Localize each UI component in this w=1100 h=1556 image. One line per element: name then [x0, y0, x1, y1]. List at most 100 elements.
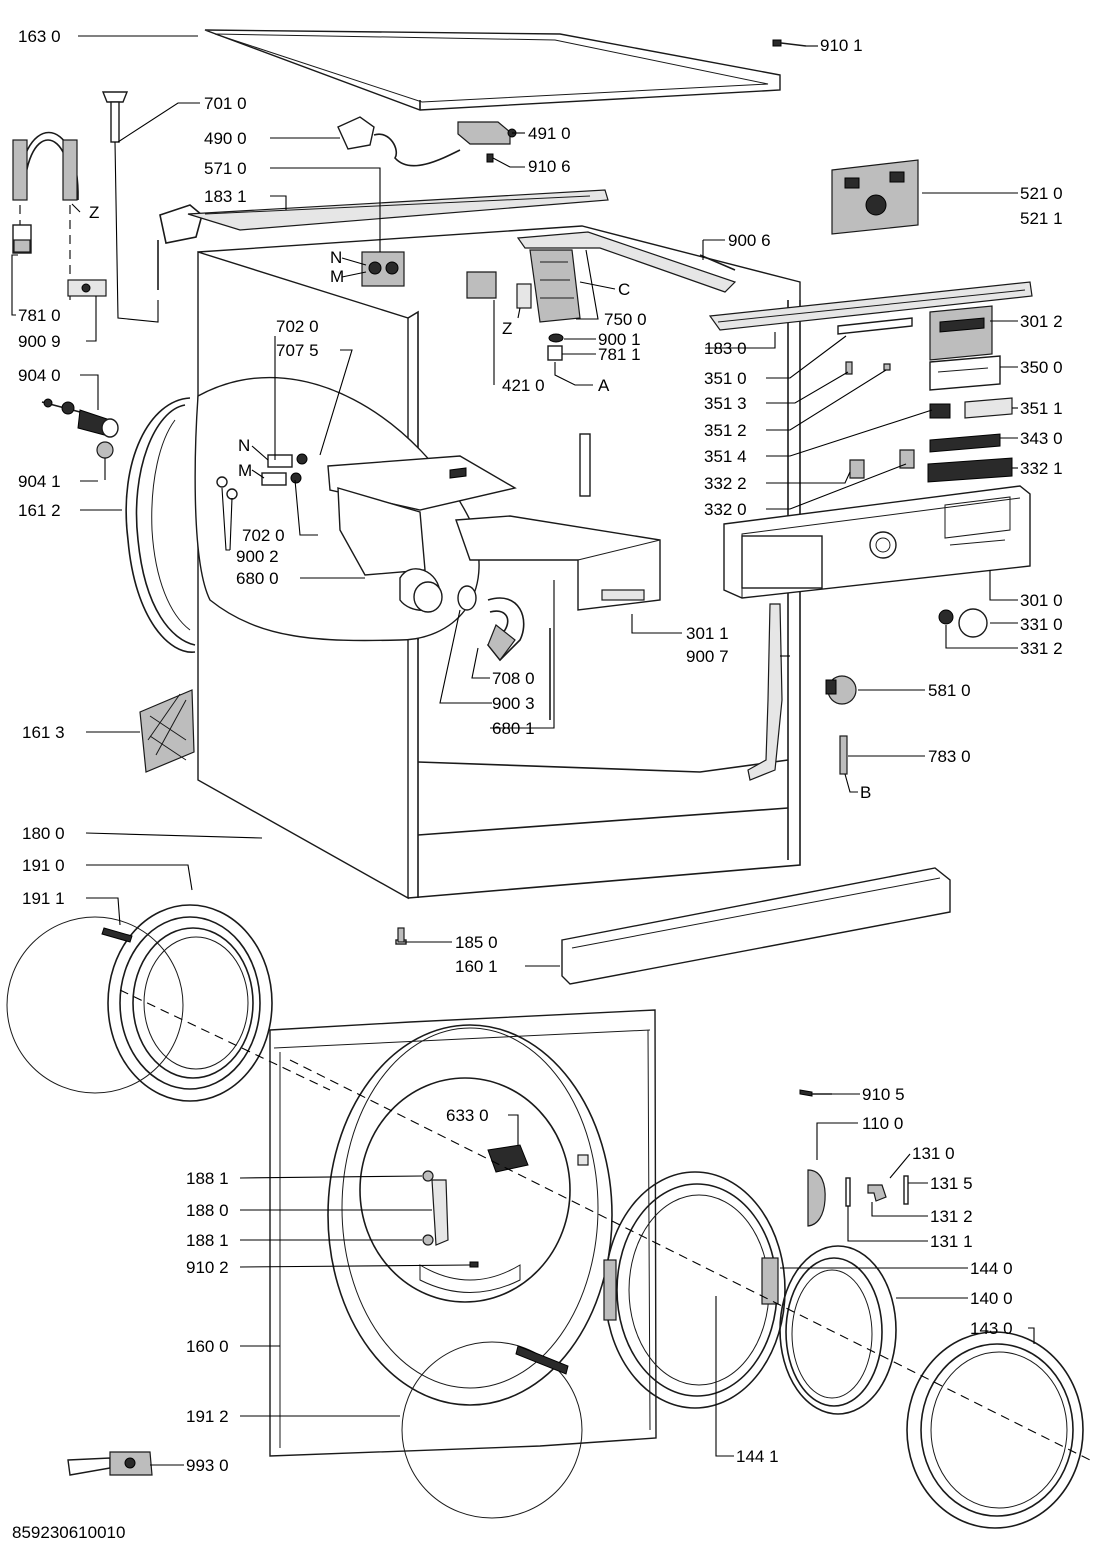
part-904-1: [96, 441, 114, 480]
label-161-2: 161 2: [18, 501, 61, 520]
label-332-2: 332 2: [704, 474, 747, 493]
seal-900-1-part: [548, 333, 564, 343]
label-131-0: 131 0: [912, 1144, 955, 1163]
door-handle-110-0-part: [807, 1169, 826, 1227]
part-351-2: [883, 363, 891, 371]
label-707-5: 707 5: [276, 341, 319, 360]
label-421-0: 421 0: [502, 376, 545, 395]
dispenser-housing-680-0-part: [327, 455, 517, 613]
label-144-0: 144 0: [970, 1259, 1013, 1278]
label-188-0: 188 0: [186, 1201, 229, 1220]
label-144-1: 144 1: [736, 1447, 779, 1466]
board-350-0-part: [929, 355, 1001, 391]
label-900-2: 900 2: [236, 547, 279, 566]
door-glass-140-0-part: [779, 1245, 897, 1415]
label-783-0: 783 0: [928, 747, 971, 766]
label-331-0: 331 0: [1020, 615, 1063, 634]
hose-clip-900-9-part: [67, 279, 107, 297]
label-708-0: 708 0: [492, 669, 535, 688]
tool-993-0-part: [67, 1451, 153, 1476]
drawer-301-1-part: [455, 515, 661, 611]
label-490-0: 490 0: [204, 129, 247, 148]
ring-161-2-part: [125, 397, 196, 653]
part-351-4: [929, 403, 951, 419]
screw-910-5-part: [799, 1089, 832, 1097]
label-188-1-b: 188 1: [186, 1231, 229, 1250]
tube-783-0-part: [839, 735, 848, 775]
label-a: A: [598, 376, 610, 395]
label-131-5: 131 5: [930, 1174, 973, 1193]
label-910-2: 910 2: [186, 1258, 229, 1277]
label-191-0: 191 0: [22, 856, 65, 875]
label-351-0: 351 0: [704, 369, 747, 388]
control-panel-301-0-part: [723, 485, 1031, 599]
filter-491-0-part: [457, 121, 517, 145]
label-110-0: 110 0: [862, 1114, 903, 1133]
door-lock-633-0-part: [487, 1144, 529, 1173]
label-161-3: 161 3: [22, 723, 65, 742]
label-301-2: 301 2: [1020, 312, 1063, 331]
wiring-900-7-part: [747, 603, 783, 781]
label-781-0: 781 0: [18, 306, 61, 325]
label-900-3: 900 3: [492, 694, 535, 713]
label-910-5: 910 5: [862, 1085, 905, 1104]
relay-421-0-part: [466, 271, 497, 299]
label-163-0: 163 0: [18, 27, 61, 46]
label-750-0: 750 0: [604, 310, 647, 329]
label-143-0: 143 0: [970, 1319, 1013, 1338]
part-351-3: [845, 361, 853, 375]
label-z-2: Z: [502, 319, 512, 338]
label-n-1: N: [330, 248, 342, 267]
chamber-750-0-part: [529, 249, 581, 323]
front-rail-183-0-part: [708, 281, 1033, 331]
label-131-2: 131 2: [930, 1207, 973, 1226]
part-332-2: [849, 459, 865, 479]
label-160-0: 160 0: [186, 1337, 229, 1356]
hinge-188-0-part: [422, 1170, 449, 1246]
part-343-0: [929, 433, 1001, 453]
screw-910-6-part: [486, 153, 494, 163]
hose-708-0-part: [457, 585, 525, 662]
label-m-1: M: [330, 267, 344, 286]
gasket-191-2-part: [401, 1341, 583, 1519]
label-571-0: 571 0: [204, 159, 247, 178]
label-n-2: N: [238, 436, 250, 455]
label-702-0-b: 702 0: [242, 526, 285, 545]
part-331-2: [938, 609, 954, 625]
label-331-2: 331 2: [1020, 639, 1063, 658]
label-702-0-a: 702 0: [276, 317, 319, 336]
label-900-1: 900 1: [598, 330, 641, 349]
label-351-2: 351 2: [704, 421, 747, 440]
part-351-1: [964, 397, 1013, 419]
module-521-0-part: [831, 159, 919, 235]
sensor-part: [516, 283, 532, 309]
screw-910-1-part: [772, 39, 807, 47]
label-521-0: 521 0: [1020, 184, 1063, 203]
parts-131-part: [845, 1175, 909, 1207]
label-343-0: 343 0: [1020, 429, 1063, 448]
wiring-900-6-part: [516, 231, 737, 293]
label-351-1: 351 1: [1020, 399, 1063, 418]
label-904-0: 904 0: [18, 366, 61, 385]
label-m-2: M: [238, 461, 252, 480]
label-188-1-a: 188 1: [186, 1169, 229, 1188]
door-ring-144-0-part: [603, 1171, 786, 1409]
label-351-3: 351 3: [704, 394, 747, 413]
label-910-6: 910 6: [528, 157, 571, 176]
leader-lines: [11, 35, 1035, 1466]
strip-351-0-part: [837, 317, 913, 335]
label-680-1: 680 1: [492, 719, 535, 738]
label-160-1: 160 1: [455, 957, 498, 976]
connectors-702-0-part: [216, 453, 308, 500]
knob-331-0-part: [958, 608, 988, 638]
label-131-1: 131 1: [930, 1232, 973, 1251]
label-183-0: 183 0: [704, 339, 747, 358]
label-351-4: 351 4: [704, 447, 747, 466]
label-301-0: 301 0: [1020, 591, 1063, 610]
label-680-0: 680 0: [236, 569, 279, 588]
label-191-1: 191 1: [22, 889, 65, 908]
buttons-332-1-part: [927, 457, 1013, 483]
pressure-switch-581-0-part: [825, 675, 857, 705]
door-outer-ring-143-0-part: [906, 1331, 1084, 1529]
